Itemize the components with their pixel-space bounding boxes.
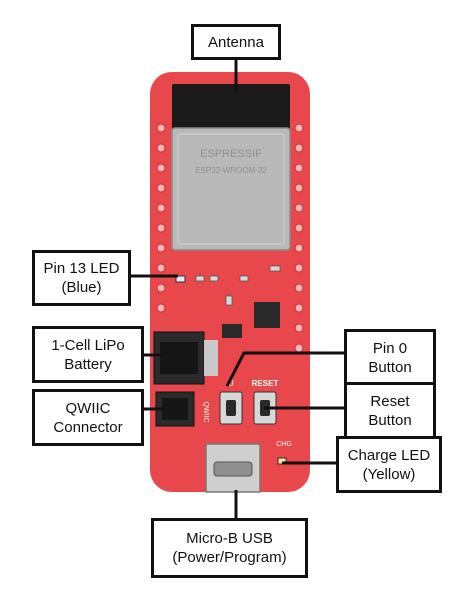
reset-button-label: Reset Button xyxy=(344,382,436,439)
regulator xyxy=(222,324,242,338)
pin13-led-label: Pin 13 LED (Blue) xyxy=(32,250,131,306)
antenna-area xyxy=(172,84,290,132)
charger-ic xyxy=(254,302,280,328)
pin0-label-line-2: Button xyxy=(368,358,412,376)
micro-usb-label-line-1: Micro-B USB xyxy=(186,530,273,547)
micro-usb-port xyxy=(213,461,253,477)
reset-label-line-2: Button xyxy=(368,411,412,429)
lipo-battery-label-line-1: 1-Cell LiPo xyxy=(51,336,125,354)
micro-usb-label-line-2: (Power/Program) xyxy=(172,549,287,566)
qwiic-label-line-1: QWIIC xyxy=(65,399,111,417)
header-pads-right xyxy=(294,123,304,353)
lipo-battery-label: 1-Cell LiPo Battery xyxy=(32,326,144,383)
pin0-label-line-1: Pin 0 xyxy=(372,339,408,357)
pin13-led xyxy=(175,275,186,283)
pin13-led-label-line-1: Pin 13 LED xyxy=(43,260,120,277)
chg-silk: CHG xyxy=(276,441,292,448)
lipo-battery-label-line-2: Battery xyxy=(64,355,112,373)
qwiic-connector-label: QWIIC Connector xyxy=(32,389,144,446)
antenna-label-line-1: Antenna xyxy=(208,33,264,51)
qwiic-inner xyxy=(162,398,188,420)
reset-silk: RESET xyxy=(252,379,279,388)
charge-led-label-line-1: Charge LED xyxy=(347,446,431,464)
jst-inner xyxy=(160,342,198,374)
charge-led-label-line-2: (Yellow) xyxy=(362,465,416,483)
module-brand: ESPRESSIF xyxy=(200,148,262,160)
module-inner xyxy=(177,133,285,245)
pin0-button-cap xyxy=(226,400,236,416)
pin0-button-label: Pin 0 Button xyxy=(344,329,436,386)
module-model: ESP32-WROOM-32 xyxy=(195,166,267,175)
jst-pads xyxy=(204,340,218,376)
header-pads-left xyxy=(156,123,166,313)
qwiic-silk: QWIIC xyxy=(202,402,209,423)
micro-usb-label: Micro-B USB (Power/Program) xyxy=(151,518,308,578)
reset-label-line-1: Reset xyxy=(370,392,410,410)
antenna-label: Antenna xyxy=(191,24,281,60)
qwiic-label-line-2: Connector xyxy=(53,418,123,436)
leader-lines xyxy=(129,56,346,520)
smd-parts xyxy=(195,265,281,306)
esp32-module xyxy=(171,127,291,251)
pin0-leader xyxy=(225,351,346,387)
pin13-led-label-line-2: (Blue) xyxy=(61,279,102,296)
charge-led-label: Charge LED (Yellow) xyxy=(336,436,442,493)
pin0-silk: 0 xyxy=(228,378,233,388)
